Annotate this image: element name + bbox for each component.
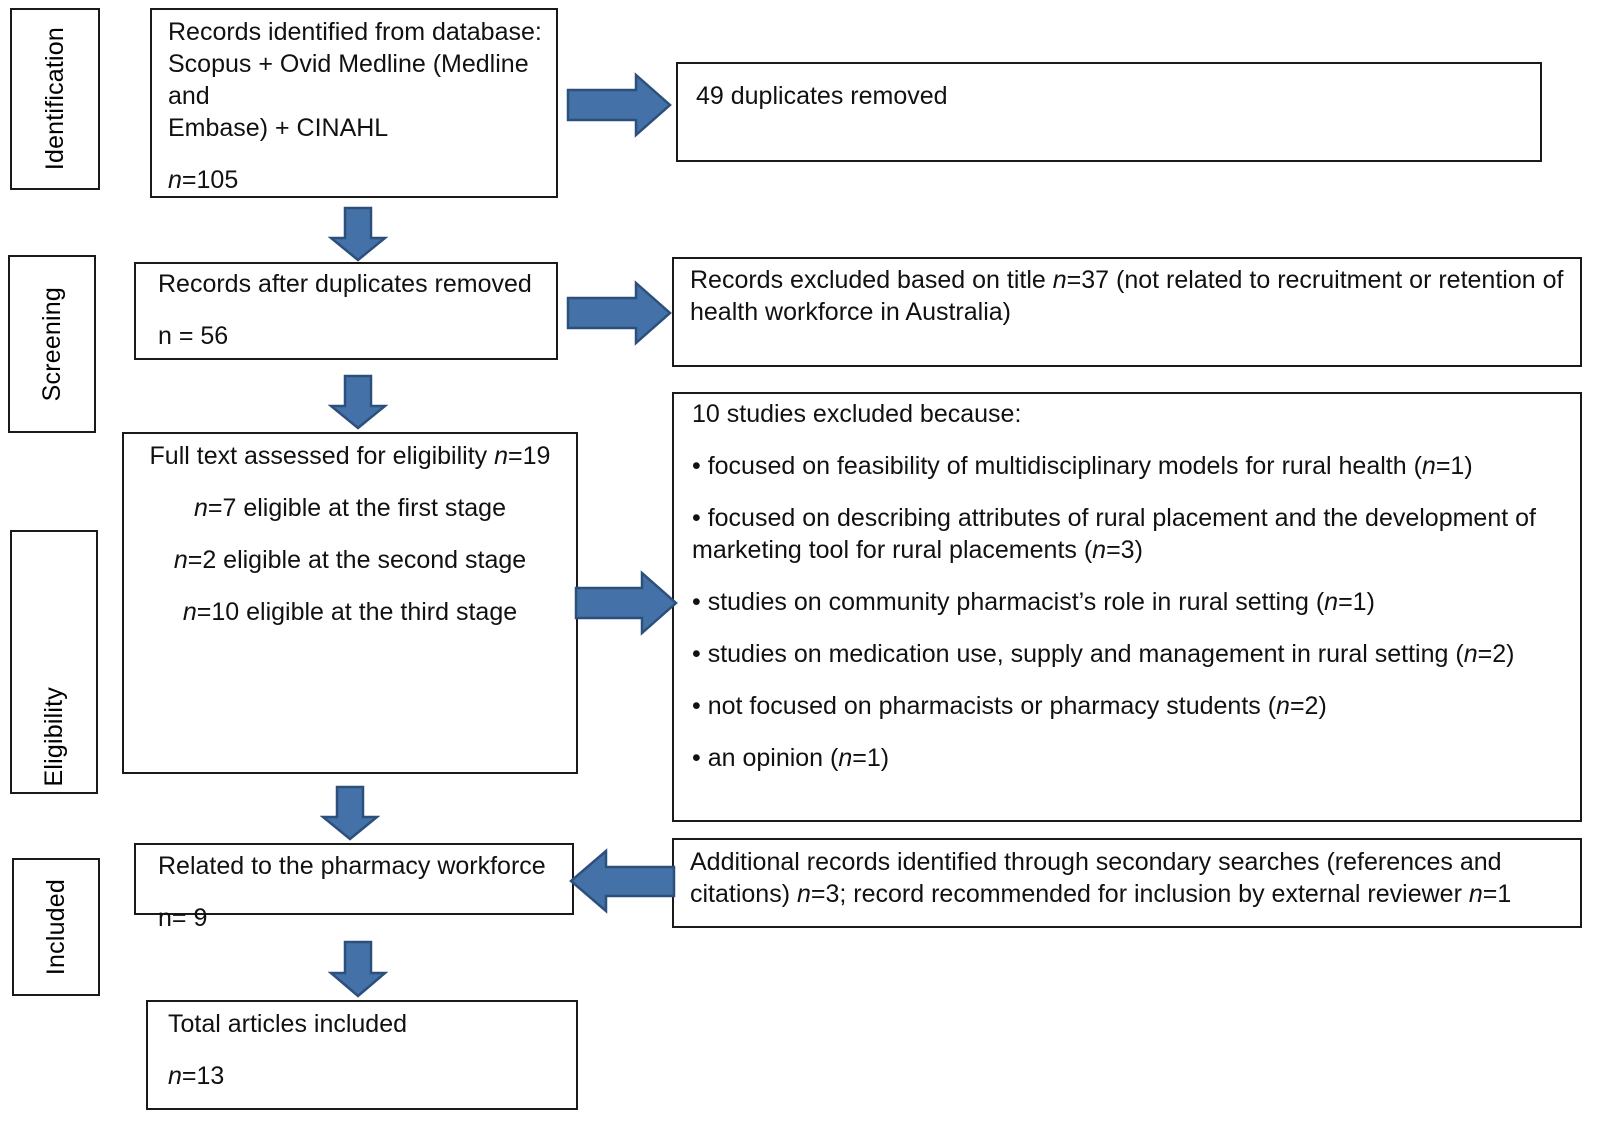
- arrow-down-identified-to-screening: [328, 206, 388, 262]
- studies-excluded-item-5: • not focused on pharmacists or pharmacy…: [692, 690, 1564, 722]
- box-duplicates-removed-text: 49 duplicates removed: [696, 82, 948, 110]
- full-text-line4-label: =10 eligible at the third stage: [196, 598, 518, 626]
- studies-excluded-item-4-text: • studies on medication use, supply and …: [692, 640, 1464, 668]
- additional-records-part2: =3; record recommended for inclusion by …: [810, 880, 1469, 908]
- box-full-text-assessed-text: Full text assessed for eligibility n=19 …: [140, 440, 560, 628]
- studies-excluded-item-5-text: • not focused on pharmacists or pharmacy…: [692, 692, 1277, 720]
- studies-excluded-item-1-text: • focused on feasibility of multidiscipl…: [692, 452, 1422, 480]
- records-after-duplicates-line1: Records after duplicates removed: [158, 270, 532, 298]
- excluded-title-n-symbol: n: [1052, 266, 1067, 294]
- studies-excluded-item-1-n-symbol: n: [1421, 452, 1436, 480]
- box-additional-records-text: Additional records identified through se…: [690, 846, 1570, 910]
- excluded-title-part1: Records excluded based on title: [690, 266, 1053, 294]
- studies-excluded-item-6-text: • an opinion (: [692, 744, 839, 772]
- additional-records-n1-symbol: n: [796, 880, 811, 908]
- box-excluded-by-title-text: Records excluded based on title n=37 (no…: [690, 264, 1566, 328]
- related-to-workforce-line1: Related to the pharmacy workforce: [158, 852, 546, 880]
- box-total-included-text: Total articles included n=13: [168, 1008, 564, 1092]
- additional-records-part3: =1: [1482, 880, 1512, 908]
- box-additional-records: [672, 838, 1582, 928]
- arrow-right-fulltext-to-excluded-studies: [574, 570, 678, 636]
- related-to-workforce-count: n= 9: [158, 904, 208, 932]
- arrow-down-fulltext-to-related: [320, 785, 380, 841]
- full-text-line2-label: =7 eligible at the first stage: [207, 494, 506, 522]
- arrow-left-additional-to-related: [568, 847, 676, 915]
- studies-excluded-item-5-n-symbol: n: [1276, 692, 1290, 720]
- box-full-text-assessed: [122, 432, 578, 774]
- total-included-line1: Total articles included: [168, 1010, 408, 1038]
- arrow-right-identified-to-duplicates: [566, 72, 672, 138]
- studies-excluded-item-3-tail: =1): [1338, 588, 1375, 616]
- box-records-identified-text: Records identified from database: Scopus…: [168, 16, 546, 196]
- studies-excluded-item-4: • studies on medication use, supply and …: [692, 638, 1564, 670]
- full-text-line3: n=2 eligible at the second stage: [140, 544, 560, 576]
- studies-excluded-item-6-tail: =1): [852, 744, 890, 772]
- arrow-down-screening-to-fulltext: [328, 374, 388, 430]
- full-text-line1-value: =19: [508, 442, 551, 470]
- studies-excluded-item-3: • studies on community pharmacist’s role…: [692, 586, 1564, 618]
- total-included-n-symbol: n: [168, 1062, 182, 1090]
- excluded-title-part2: =37 (not related to recruitment or reten…: [690, 266, 1564, 326]
- box-related-to-workforce: [134, 843, 574, 915]
- stage-box-included: Included: [12, 858, 100, 996]
- studies-excluded-item-6-n-symbol: n: [838, 744, 853, 772]
- arrow-down-related-to-total: [328, 940, 388, 998]
- records-after-duplicates-count: n = 56: [158, 322, 229, 350]
- records-identified-count: n=105: [168, 164, 546, 196]
- studies-excluded-item-3-text: • studies on community pharmacist’s role…: [692, 588, 1325, 616]
- box-excluded-by-title: [672, 257, 1582, 367]
- records-identified-n-symbol: n: [168, 166, 182, 194]
- stage-label-included: Included: [41, 878, 70, 976]
- box-records-after-duplicates-text: Records after duplicates removed n = 56: [158, 268, 546, 352]
- full-text-line1-label: Full text assessed for eligibility: [149, 442, 495, 470]
- full-text-line3-n-symbol: n: [173, 546, 188, 574]
- stage-label-eligibility: Eligibility: [39, 686, 68, 786]
- arrow-right-screening-to-excluded-title: [566, 280, 672, 346]
- full-text-line1-n-symbol: n: [494, 442, 509, 470]
- full-text-line3-label: =2 eligible at the second stage: [187, 546, 527, 574]
- additional-records-part1: Additional records identified through se…: [690, 848, 1502, 908]
- studies-excluded-item-5-tail: =2): [1289, 692, 1327, 720]
- full-text-line2-n-symbol: n: [193, 494, 208, 522]
- total-included-n-value: =13: [181, 1062, 225, 1090]
- stage-label-screening: Screening: [37, 286, 66, 402]
- studies-excluded-item-1-tail: =1): [1435, 452, 1473, 480]
- studies-excluded-item-6: • an opinion (n=1): [692, 742, 1564, 774]
- studies-excluded-item-4-tail: =2): [1477, 640, 1515, 668]
- studies-excluded-item-3-n-symbol: n: [1324, 588, 1339, 616]
- stage-box-screening: Screening: [8, 255, 96, 433]
- box-records-after-duplicates: [134, 262, 558, 360]
- stage-box-identification: Identification: [10, 8, 100, 190]
- full-text-line2: n=7 eligible at the first stage: [140, 492, 560, 524]
- box-records-identified: [150, 8, 558, 198]
- box-related-to-workforce-text: Related to the pharmacy workforce n= 9: [158, 850, 558, 934]
- studies-excluded-item-2-tail: =3): [1106, 536, 1143, 564]
- full-text-line4-n-symbol: n: [182, 598, 197, 626]
- studies-excluded-item-2-text: • focused on describing attributes of ru…: [692, 504, 1536, 564]
- full-text-line4: n=10 eligible at the third stage: [140, 596, 560, 628]
- records-identified-line3: Embase) + CINAHL: [168, 114, 389, 142]
- studies-excluded-item-1: • focused on feasibility of multidiscipl…: [692, 450, 1564, 482]
- box-studies-excluded: [672, 392, 1582, 822]
- full-text-line1: Full text assessed for eligibility n=19: [140, 440, 560, 472]
- studies-excluded-item-4-n-symbol: n: [1463, 640, 1478, 668]
- additional-records-n2-symbol: n: [1468, 880, 1483, 908]
- box-total-included: [146, 1000, 578, 1110]
- studies-excluded-item-2-n-symbol: n: [1092, 536, 1107, 564]
- stage-label-identification: Identification: [40, 27, 69, 171]
- records-identified-n-value: =105: [181, 166, 239, 194]
- stage-box-eligibility: Eligibility: [10, 530, 98, 794]
- studies-excluded-item-2: • focused on describing attributes of ru…: [692, 502, 1564, 566]
- records-identified-line1: Records identified from database:: [168, 18, 542, 46]
- studies-excluded-heading: 10 studies excluded because:: [692, 400, 1022, 428]
- records-identified-line2: Scopus + Ovid Medline (Medline and: [168, 50, 529, 110]
- total-included-count: n=13: [168, 1060, 564, 1092]
- box-duplicates-removed: [676, 62, 1542, 162]
- box-studies-excluded-text: 10 studies excluded because: • focused o…: [692, 398, 1564, 774]
